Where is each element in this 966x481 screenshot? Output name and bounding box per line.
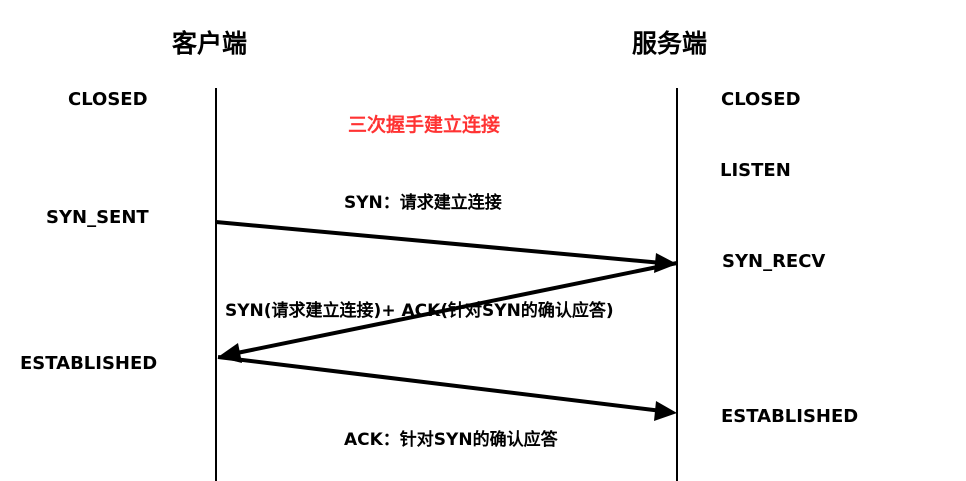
syn-ack-arrow [231,261,678,356]
server-state-listen: LISTEN [720,160,791,181]
client-state-established: ESTABLISHED [20,353,158,374]
syn-message-label: SYN：请求建立连接 [344,193,502,213]
client-state-syn-sent: SYN_SENT [46,207,149,228]
server-state-established: ESTABLISHED [721,406,859,427]
ack-arrowhead [654,401,677,421]
syn-ack-message-label: SYN(请求建立连接)+ ACK(针对SYN的确认应答) [225,301,614,321]
syn-arrow [215,220,663,265]
server-state-closed: CLOSED [721,89,801,110]
diagram-title: 三次握手建立连接 [348,114,501,136]
client-state-closed: CLOSED [68,89,148,110]
server-header: 服务端 [632,29,708,58]
ack-arrow [217,355,663,413]
ack-message-label: ACK：针对SYN的确认应答 [344,430,558,450]
server-state-syn-recv: SYN_RECV [722,251,826,272]
client-header: 客户端 [172,29,248,58]
